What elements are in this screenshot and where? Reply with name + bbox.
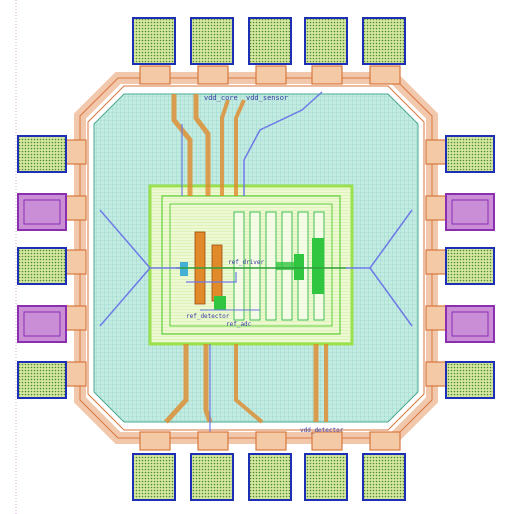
core-wires xyxy=(176,267,346,311)
pad-left-2-special xyxy=(17,193,67,231)
pad-bottom-1 xyxy=(132,453,176,501)
label-ref-detector: ref_detector xyxy=(186,313,230,320)
label-ref-adc: ref_adc xyxy=(226,321,252,328)
side-routing xyxy=(99,209,413,327)
label-ref-driver: ref_driver xyxy=(228,259,265,266)
pad-right-4-special xyxy=(445,305,495,343)
right-pads xyxy=(445,135,495,399)
bottom-buses xyxy=(164,344,328,440)
pad-bottom-2 xyxy=(190,453,234,501)
pad-right-3 xyxy=(445,247,495,285)
top-buses xyxy=(171,91,323,196)
pad-left-4-special xyxy=(17,305,67,343)
pad-right-1 xyxy=(445,135,495,173)
pad-top-3 xyxy=(248,17,292,65)
pad-left-1 xyxy=(17,135,67,173)
special-pad-inner xyxy=(23,199,489,337)
label-vdd-core: vdd_core xyxy=(204,94,238,102)
pad-bottom-5 xyxy=(362,453,406,501)
label-vdd-detector: vdd_detector xyxy=(300,427,344,434)
pad-top-4 xyxy=(304,17,348,65)
pad-bottom-4 xyxy=(304,453,348,501)
bottom-pads xyxy=(132,453,406,501)
pad-right-5 xyxy=(445,361,495,399)
left-pads xyxy=(17,135,67,399)
pad-left-5 xyxy=(17,361,67,399)
pad-top-1 xyxy=(132,17,176,65)
label-vdd-sensor: vdd_sensor xyxy=(246,94,288,102)
top-pads xyxy=(132,17,406,65)
pad-bottom-3 xyxy=(248,453,292,501)
pad-top-2 xyxy=(190,17,234,65)
pad-right-2-special xyxy=(445,193,495,231)
pad-left-3 xyxy=(17,247,67,285)
pad-top-5 xyxy=(362,17,406,65)
pad-connectors xyxy=(63,65,449,451)
net-labels: vdd_core vdd_sensor ref_driver ref_detec… xyxy=(186,94,344,434)
